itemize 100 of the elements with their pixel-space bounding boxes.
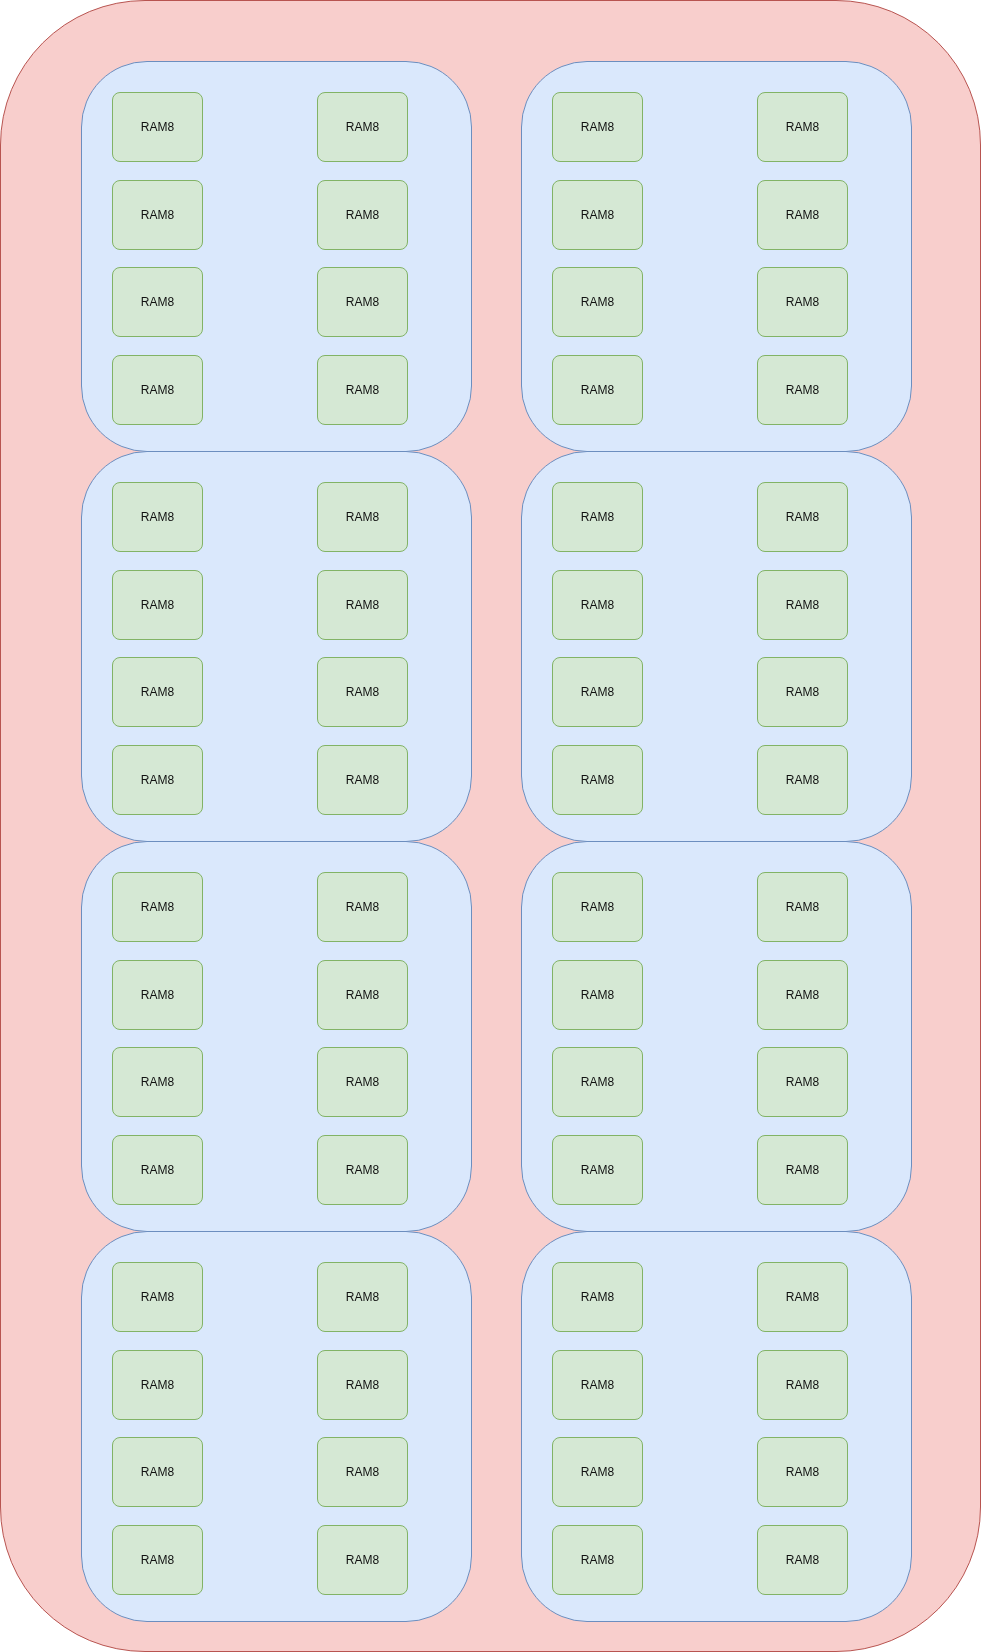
block-label: RAM8: [140, 1377, 175, 1392]
block-label: RAM8: [140, 382, 175, 397]
memory-block: [112, 354, 203, 425]
block-label: RAM8: [580, 1377, 615, 1392]
block-label: RAM8: [785, 207, 820, 222]
memory-block: [112, 569, 203, 640]
block-label: RAM8: [140, 772, 175, 787]
block-label: RAM8: [785, 1162, 820, 1177]
block-label: RAM8: [345, 772, 380, 787]
block-label: RAM8: [580, 987, 615, 1002]
memory-block: [317, 1437, 408, 1507]
block-label: RAM8: [785, 510, 820, 524]
memory-block: [112, 92, 203, 162]
block-label: RAM8: [580, 685, 615, 699]
block-label: RAM8: [140, 1075, 175, 1089]
block-label: RAM8: [580, 120, 615, 134]
memory-block: [317, 482, 408, 552]
block-label: RAM8: [785, 685, 820, 699]
memory-block: [552, 1349, 643, 1420]
memory-block: [317, 354, 408, 425]
block-label: RAM8: [785, 1290, 820, 1304]
memory-block: [317, 1262, 408, 1332]
memory-block: [317, 1047, 408, 1117]
memory-block: [552, 267, 643, 337]
block-label: RAM8: [345, 1377, 380, 1392]
block-label: RAM8: [785, 1075, 820, 1089]
memory-block: [552, 482, 643, 552]
memory-block: [757, 267, 848, 337]
memory-block: [757, 1262, 848, 1332]
block-label: RAM8: [140, 597, 175, 612]
memory-block: [552, 1134, 643, 1205]
memory-block: [552, 1047, 643, 1117]
block-label: RAM8: [785, 597, 820, 612]
block-label: RAM8: [785, 120, 820, 134]
memory-block: [757, 744, 848, 815]
memory-bank-panel: [521, 61, 912, 452]
memory-block: [757, 354, 848, 425]
memory-block: [112, 482, 203, 552]
memory-block: [317, 1134, 408, 1205]
memory-bank-panel: [81, 1231, 472, 1622]
memory-block: [757, 1524, 848, 1595]
memory-block: [112, 1262, 203, 1332]
block-label: RAM8: [785, 900, 820, 914]
block-label: RAM8: [345, 1162, 380, 1177]
memory-block: [112, 1047, 203, 1117]
memory-block: [552, 354, 643, 425]
block-label: RAM8: [785, 1377, 820, 1392]
block-label: RAM8: [345, 1465, 380, 1479]
memory-block: [757, 569, 848, 640]
memory-block: [757, 1134, 848, 1205]
memory-block: [757, 92, 848, 162]
memory-block: [552, 744, 643, 815]
block-label: RAM8: [345, 900, 380, 914]
memory-block: [757, 179, 848, 250]
memory-block: [317, 179, 408, 250]
block-label: RAM8: [140, 1162, 175, 1177]
block-label: RAM8: [580, 1290, 615, 1304]
block-label: RAM8: [580, 1162, 615, 1177]
memory-block: [757, 657, 848, 727]
memory-block: [112, 872, 203, 942]
memory-block: [552, 872, 643, 942]
memory-bank-panel: [521, 841, 912, 1232]
block-label: RAM8: [345, 207, 380, 222]
memory-block: [112, 267, 203, 337]
memory-block: [757, 1047, 848, 1117]
memory-block: [317, 959, 408, 1030]
block-label: RAM8: [580, 597, 615, 612]
block-label: RAM8: [785, 1552, 820, 1567]
block-label: RAM8: [345, 987, 380, 1002]
memory-block: [552, 92, 643, 162]
memory-block: [552, 569, 643, 640]
memory-block: [112, 1134, 203, 1205]
memory-block: [317, 1524, 408, 1595]
block-label: RAM8: [140, 120, 175, 134]
memory-block: [757, 1349, 848, 1420]
memory-block: [552, 1437, 643, 1507]
memory-block: [552, 1262, 643, 1332]
memory-block: [757, 959, 848, 1030]
memory-block: [317, 1349, 408, 1420]
block-label: RAM8: [580, 510, 615, 524]
block-label: RAM8: [345, 685, 380, 699]
memory-block: [552, 657, 643, 727]
block-label: RAM8: [140, 295, 175, 309]
block-label: RAM8: [140, 1552, 175, 1567]
block-label: RAM8: [345, 382, 380, 397]
memory-block: [317, 569, 408, 640]
block-label: RAM8: [580, 1075, 615, 1089]
memory-bank-panel: [81, 841, 472, 1232]
block-label: RAM8: [345, 597, 380, 612]
memory-bank-panel: [521, 451, 912, 842]
block-label: RAM8: [580, 382, 615, 397]
block-label: RAM8: [580, 772, 615, 787]
memory-block: [317, 267, 408, 337]
memory-block: [757, 1437, 848, 1507]
block-label: RAM8: [140, 1290, 175, 1304]
block-label: RAM8: [345, 295, 380, 309]
block-label: RAM8: [140, 1465, 175, 1479]
block-label: RAM8: [580, 295, 615, 309]
block-label: RAM8: [140, 685, 175, 699]
memory-block: [552, 959, 643, 1030]
